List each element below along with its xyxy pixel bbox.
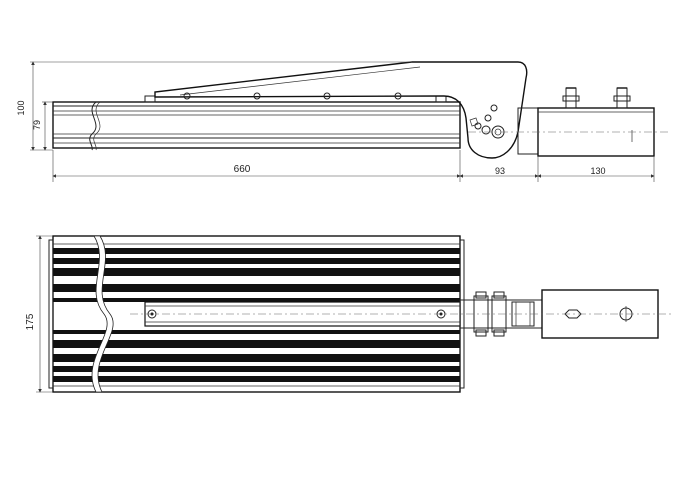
bracket-hole xyxy=(323,92,331,100)
top-view: 175 xyxy=(25,235,672,393)
mount-bolt xyxy=(565,87,577,109)
bracket-hole xyxy=(253,92,261,100)
dim-height-total: 100 xyxy=(16,61,412,151)
side-view: 100 79 660 93 130 xyxy=(16,61,668,182)
dim-height-body-label: 79 xyxy=(32,120,42,130)
side-body xyxy=(52,95,461,151)
dim-height-body: 79 xyxy=(32,101,53,151)
bracket-hole xyxy=(394,92,402,100)
pivot-hole xyxy=(490,104,498,112)
break-line xyxy=(91,235,114,393)
dim-width: 175 xyxy=(25,235,53,393)
dim-mount-label: 130 xyxy=(590,166,605,176)
top-body xyxy=(48,235,465,393)
bracket-hole xyxy=(183,92,191,100)
top-bolt xyxy=(144,95,156,103)
dim-lengths: 660 93 130 xyxy=(52,150,655,182)
pivot-hole xyxy=(481,125,491,135)
mount-bolt xyxy=(616,87,628,109)
side-mount-tube xyxy=(517,87,655,157)
dim-height-total-label: 100 xyxy=(16,100,26,115)
dim-bracket-label: 93 xyxy=(495,166,505,176)
break-line xyxy=(89,101,97,151)
side-bracket xyxy=(154,61,528,159)
dim-width-label: 175 xyxy=(25,313,36,330)
top-bolt xyxy=(435,95,447,103)
pivot-hole xyxy=(484,114,492,122)
dim-length-body-label: 660 xyxy=(234,164,251,175)
